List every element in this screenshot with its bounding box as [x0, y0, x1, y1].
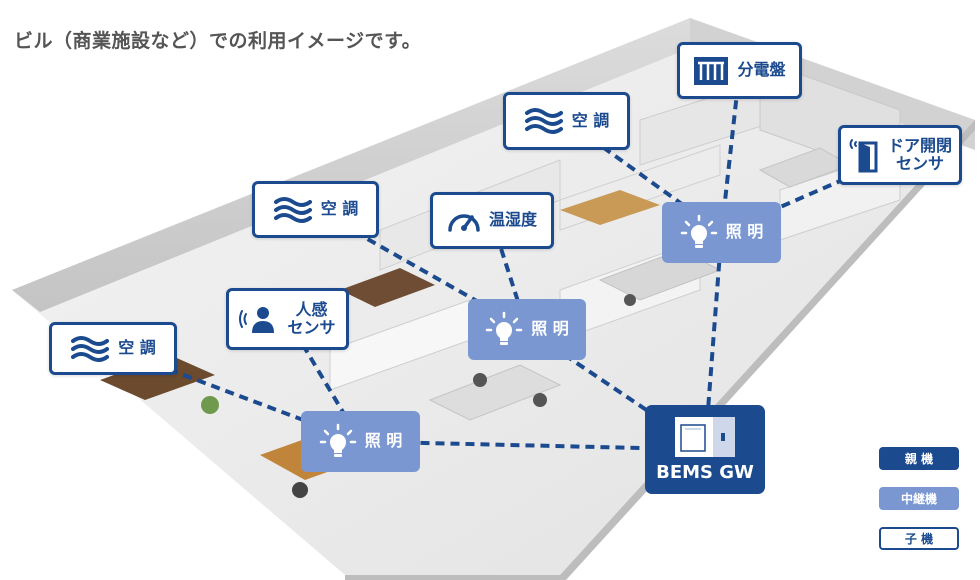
light-bulb-icon [485, 311, 523, 349]
legend-child: 子 機 [879, 527, 959, 550]
breaker-icon [693, 56, 729, 86]
temperature-humidity-node: 温湿度 [430, 192, 554, 249]
node-label: 空 調 [571, 110, 610, 130]
node-label: 照 明 [725, 222, 764, 242]
gauge-icon [447, 206, 481, 236]
node-label: 空 調 [320, 199, 359, 219]
lighting-node-middle: 照 明 [468, 299, 586, 360]
floor-slab [12, 18, 975, 575]
node-label: 温湿度 [488, 210, 537, 230]
gateway-box-icon [673, 415, 737, 459]
person-sensor-icon [239, 304, 279, 334]
distribution-board-node: 分電盤 [677, 42, 802, 99]
back-wall-left [12, 18, 690, 312]
node-label: 人感 センサ [287, 299, 336, 337]
legend-relay: 中継機 [879, 487, 959, 510]
air-flow-icon [524, 106, 564, 136]
legend-parent: 親 機 [879, 447, 959, 470]
human-sensor-node: 人感 センサ [226, 288, 349, 350]
node-label: ドア開閉 センサ [887, 135, 952, 173]
door-icon [848, 137, 880, 173]
node-label: 分電盤 [737, 60, 786, 80]
lighting-node-bottom: 照 明 [301, 411, 420, 472]
door-sensor-node: ドア開閉 センサ [838, 125, 962, 185]
bems-gateway-node: BEMS GW [645, 405, 765, 494]
air-flow-icon [273, 195, 313, 225]
air-conditioner-node-middle: 空 調 [252, 181, 379, 238]
air-conditioner-node-left: 空 調 [49, 322, 177, 375]
node-label: BEMS GW [656, 462, 754, 484]
node-label: 空 調 [118, 338, 156, 358]
air-flow-icon [70, 334, 110, 364]
light-bulb-icon [680, 214, 718, 252]
light-bulb-icon [319, 423, 357, 461]
node-label: 照 明 [364, 431, 403, 451]
node-label: 照 明 [531, 319, 569, 339]
air-conditioner-node-top: 空 調 [503, 92, 630, 150]
lighting-node-right: 照 明 [662, 202, 781, 263]
page-caption: ビル（商業施設など）での利用イメージです。 [14, 30, 422, 52]
